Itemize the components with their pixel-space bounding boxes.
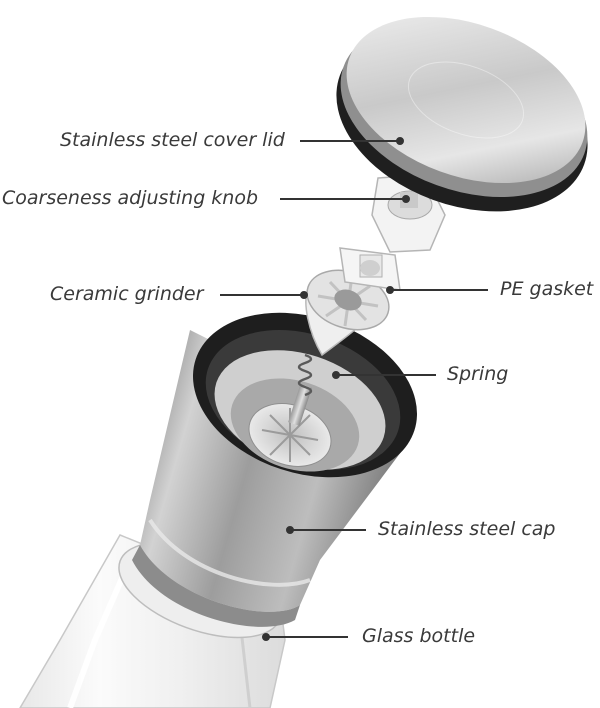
pe-gasket bbox=[339, 247, 401, 291]
stainless-steel-cap bbox=[132, 312, 417, 627]
label-spring: Spring bbox=[447, 363, 509, 385]
label-cover-lid: Stainless steel cover lid bbox=[60, 129, 285, 151]
label-steel-cap: Stainless steel cap bbox=[378, 518, 556, 540]
label-glass-bottle: Glass bottle bbox=[362, 625, 476, 647]
label-ceramic-grinder: Ceramic grinder bbox=[50, 283, 204, 305]
label-coarseness-knob: Coarseness adjusting knob bbox=[2, 187, 259, 209]
ceramic-grinder bbox=[305, 269, 390, 357]
label-pe-gasket: PE gasket bbox=[500, 278, 594, 300]
stainless-steel-cover-lid bbox=[336, 16, 588, 212]
leader-lines bbox=[220, 137, 488, 641]
spring bbox=[288, 353, 313, 426]
